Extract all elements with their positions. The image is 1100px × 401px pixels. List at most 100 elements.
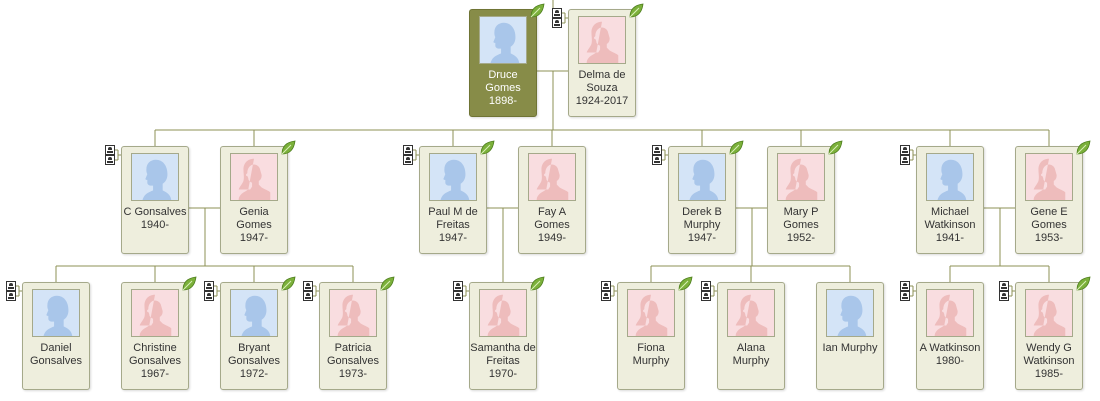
person-name: Samantha de Freitas (470, 342, 536, 367)
person-name: Daniel Gonsalves (30, 342, 82, 367)
person-dates: 1973- (338, 368, 368, 380)
silhouette-icon (131, 289, 179, 337)
parent-person-icon (652, 145, 662, 155)
silhouette-icon (926, 153, 974, 201)
leaf-icon[interactable] (1075, 276, 1091, 292)
person-name: Genia Gomes (236, 206, 272, 231)
parents-icon[interactable] (303, 281, 313, 301)
silhouette-icon (826, 289, 874, 337)
parents-icon[interactable] (453, 281, 463, 301)
person-name: Christine Gonsalves (129, 342, 181, 367)
parent-person-icon (453, 291, 463, 301)
silhouette-icon (926, 289, 974, 337)
leaf-icon[interactable] (1075, 140, 1091, 156)
leaf-icon[interactable] (479, 140, 495, 156)
parents-icon[interactable] (701, 281, 711, 301)
person-dates: 1947- (687, 232, 717, 244)
parent-person-icon (303, 291, 313, 301)
person-card-daniel[interactable]: Daniel Gonsalves (22, 282, 90, 390)
silhouette-icon (1025, 153, 1073, 201)
person-dates: 1985- (1034, 368, 1064, 380)
silhouette-icon (32, 289, 80, 337)
parents-icon[interactable] (900, 281, 910, 301)
silhouette-icon (230, 289, 278, 337)
person-dates: 1967- (140, 368, 170, 380)
person-name: C Gonsalves (123, 206, 187, 218)
parent-person-icon (552, 18, 562, 28)
parents-icon[interactable] (204, 281, 214, 301)
leaf-icon[interactable] (529, 3, 545, 19)
parent-person-icon (204, 291, 214, 301)
leaf-icon[interactable] (529, 276, 545, 292)
parent-person-icon (204, 281, 214, 291)
silhouette-icon (429, 153, 477, 201)
parent-person-icon (701, 291, 711, 301)
parents-icon[interactable] (403, 145, 413, 165)
person-name: Ian Murphy (822, 342, 878, 354)
silhouette-icon (678, 153, 726, 201)
person-card-fiona[interactable]: Fiona Murphy (617, 282, 685, 390)
silhouette-icon (329, 289, 377, 337)
person-dates: 1947- (239, 232, 269, 244)
leaf-icon[interactable] (827, 140, 843, 156)
leaf-icon[interactable] (628, 3, 644, 19)
leaf-icon[interactable] (677, 276, 693, 292)
person-card-alana[interactable]: Alana Murphy (717, 282, 785, 390)
person-dates: 1972- (239, 368, 269, 380)
person-name: Druce Gomes (485, 69, 521, 94)
leaf-icon[interactable] (728, 140, 744, 156)
parents-icon[interactable] (552, 8, 562, 28)
parents-icon[interactable] (900, 145, 910, 165)
person-name: Delma de Souza (578, 69, 626, 94)
leaf-icon[interactable] (379, 276, 395, 292)
parent-person-icon (403, 145, 413, 155)
person-card-ian[interactable]: Ian Murphy (816, 282, 884, 390)
silhouette-icon (230, 153, 278, 201)
silhouette-icon (777, 153, 825, 201)
person-name: Michael Watkinson (924, 206, 976, 231)
parent-person-icon (601, 291, 611, 301)
parents-icon[interactable] (601, 281, 611, 301)
person-name: Gene E Gomes (1030, 206, 1068, 231)
silhouette-icon (1025, 289, 1073, 337)
silhouette-icon (578, 16, 626, 64)
person-dates: 1940- (140, 219, 170, 231)
leaf-icon[interactable] (280, 276, 296, 292)
silhouette-icon (131, 153, 179, 201)
parent-person-icon (105, 145, 115, 155)
parents-icon[interactable] (999, 281, 1009, 301)
person-name: Mary P Gomes (783, 206, 819, 231)
leaf-icon[interactable] (181, 276, 197, 292)
parent-person-icon (552, 8, 562, 18)
person-dates: 1949- (537, 232, 567, 244)
parents-icon[interactable] (6, 281, 16, 301)
leaf-icon[interactable] (280, 140, 296, 156)
person-dates: 1941- (935, 232, 965, 244)
person-name: Wendy G Watkinson (1023, 342, 1075, 367)
parents-icon[interactable] (652, 145, 662, 165)
parent-person-icon (601, 281, 611, 291)
person-name: Fay A Gomes (534, 206, 570, 231)
parents-icon[interactable] (105, 145, 115, 165)
parent-person-icon (900, 281, 910, 291)
parent-person-icon (6, 291, 16, 301)
parent-person-icon (900, 291, 910, 301)
